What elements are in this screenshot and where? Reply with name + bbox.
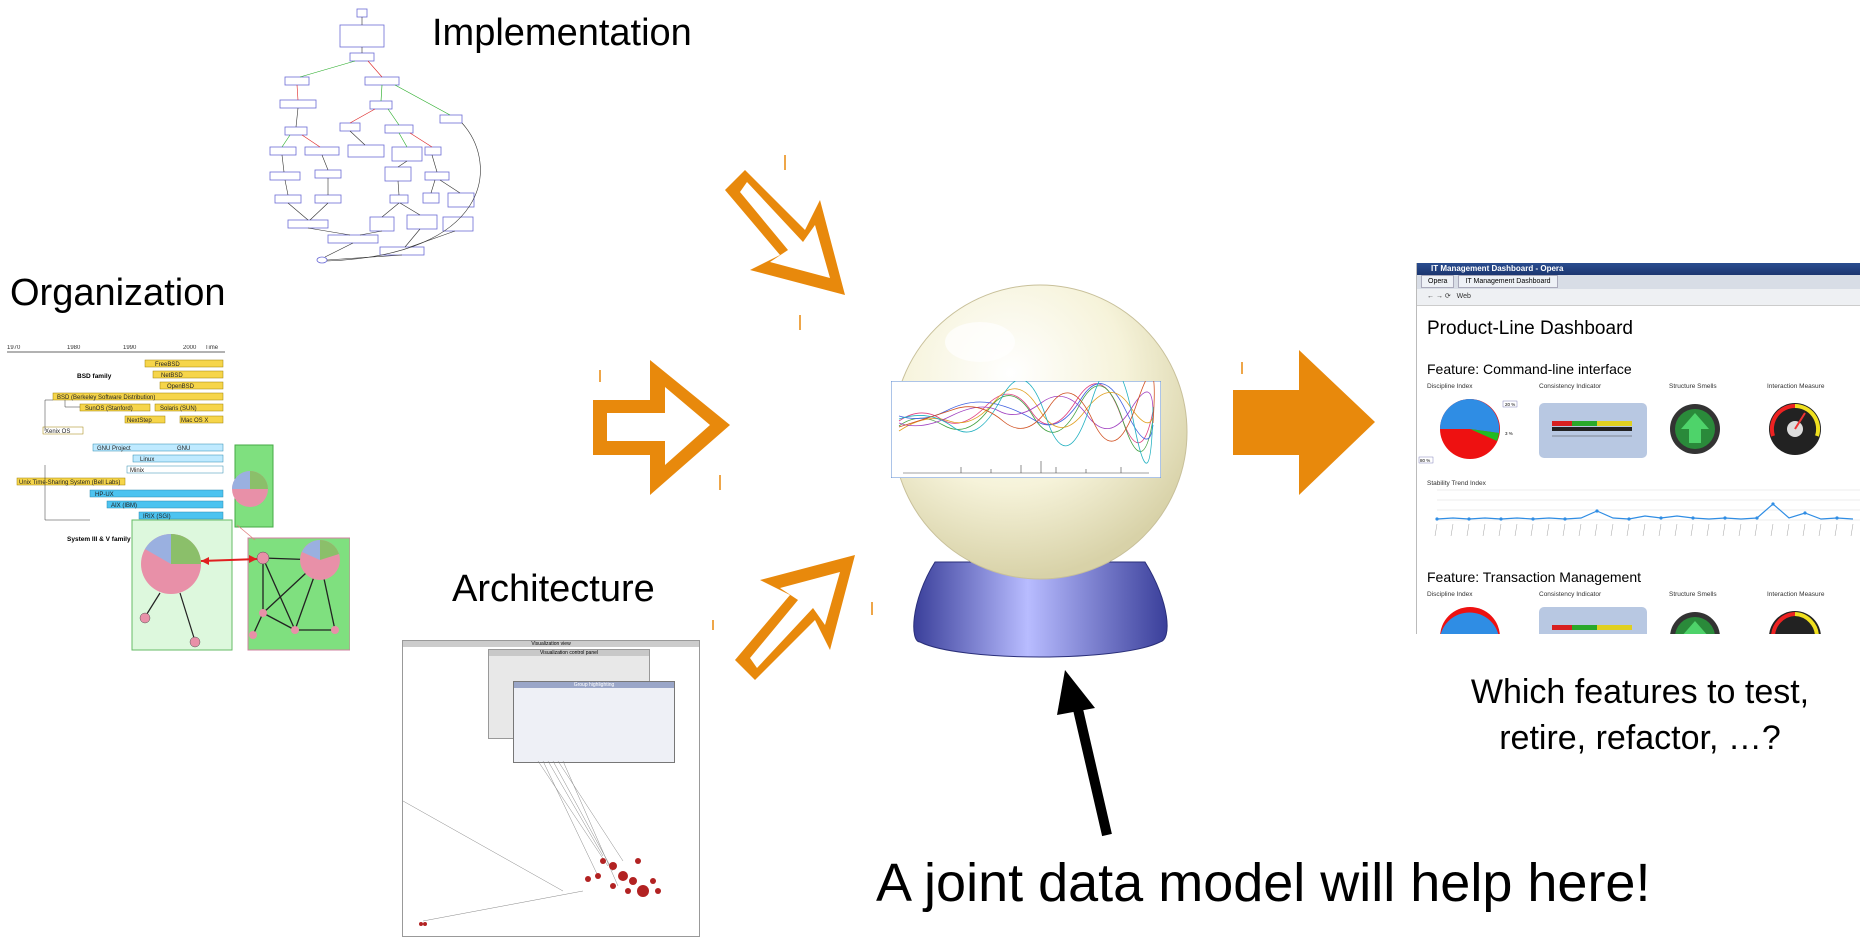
arrow-from-implementation: [725, 170, 845, 295]
svg-text:SunOS (Stanford): SunOS (Stanford): [85, 406, 133, 412]
svg-text:AIX (IBM): AIX (IBM): [111, 503, 137, 509]
dashboard-page-title: Product-Line Dashboard: [1427, 318, 1633, 339]
indicator-smells: Structure Smells: [1669, 383, 1717, 390]
architecture-window: Visualization view Visualization control…: [402, 640, 700, 937]
svg-text:NextStep: NextStep: [127, 418, 152, 424]
group-highlighting-title: Group highlighting: [514, 682, 674, 688]
feature-2-widgets: [1440, 607, 1821, 634]
svg-text:Minix: Minix: [130, 468, 144, 474]
control-panel-title: Visualization control panel: [489, 650, 649, 656]
svg-text:NetBSD: NetBSD: [161, 373, 183, 379]
stability-trend-chart: [1434, 489, 1860, 537]
year-1970: 1970: [7, 345, 21, 351]
svg-text:FreeBSD: FreeBSD: [155, 362, 180, 368]
arrow-from-architecture: [735, 555, 855, 680]
svg-text:GNU: GNU: [177, 446, 190, 452]
arrow-to-dashboard: [1233, 350, 1375, 495]
indicator-consistency-2: Consistency Indicator: [1539, 591, 1602, 598]
decorative-ticks: [599, 155, 1243, 630]
svg-text:GNU Project: GNU Project: [97, 446, 131, 452]
svg-text:Xenix OS: Xenix OS: [45, 429, 70, 435]
svg-text:HP-UX: HP-UX: [95, 492, 114, 498]
pie-label-80: 80 %: [1420, 458, 1430, 463]
feature-2-heading: Feature: Transaction Management: [1427, 569, 1642, 585]
system-family-label: System III & V family: [67, 536, 131, 543]
svg-text:IRIX (SGI): IRIX (SGI): [143, 514, 171, 520]
organization-chart: 1970 1980 1990 2000 Time BSD family Free…: [7, 345, 350, 651]
architecture-label: Architecture: [452, 568, 655, 610]
indicator-discipline-2: Discipline Index: [1427, 591, 1473, 598]
architecture-window-title: Visualization view: [403, 641, 699, 647]
svg-text:Mac OS X: Mac OS X: [181, 418, 208, 424]
crystal-ball-base: [913, 561, 1168, 658]
year-1980: 1980: [67, 345, 81, 351]
joint-model-caption: A joint data model will help here!: [876, 853, 1651, 913]
svg-text:BSD (Berkeley Software Distrib: BSD (Berkeley Software Distribution): [57, 395, 155, 401]
time-label: Time: [205, 345, 219, 351]
arrow-from-organization: [593, 360, 730, 495]
feature-1-widgets: 20 % 3 % 80 %: [1418, 399, 1821, 464]
svg-text:Linux: Linux: [140, 457, 154, 463]
bsd-family-label: BSD family: [77, 373, 112, 380]
dashboard-tab[interactable]: IT Management Dashboard: [1458, 275, 1558, 288]
indicator-interaction-2: Interaction Measure: [1767, 591, 1825, 598]
indicator-interaction: Interaction Measure: [1767, 383, 1825, 390]
black-pointer-arrow: [1057, 670, 1112, 837]
svg-text:OpenBSD: OpenBSD: [167, 384, 195, 390]
indicator-smells-2: Structure Smells: [1669, 591, 1717, 598]
svg-text:Solaris (SUN): Solaris (SUN): [160, 406, 197, 412]
year-1990: 1990: [123, 345, 137, 351]
implementation-label: Implementation: [432, 12, 692, 54]
dashboard-window-title: IT Management Dashboard - Opera: [1417, 263, 1860, 275]
opera-tab[interactable]: Opera: [1421, 275, 1455, 288]
organization-label: Organization: [10, 272, 226, 314]
control-flow-graph: [269, 8, 481, 264]
question-caption: Which features to test, retire, refactor…: [1470, 673, 1810, 757]
pie-label-3: 3 %: [1505, 431, 1513, 436]
crystal-ball-chart: [891, 381, 1161, 478]
year-2000: 2000: [183, 345, 197, 351]
pie-label-20: 20 %: [1505, 402, 1515, 407]
trend-title: Stability Trend Index: [1427, 480, 1486, 487]
architecture-graph: [403, 761, 661, 926]
indicator-consistency: Consistency Indicator: [1539, 383, 1602, 390]
group-highlighting-panel: Group highlighting: [513, 681, 675, 763]
svg-text:Unix Time-Sharing System (Bell: Unix Time-Sharing System (Bell Labs): [19, 480, 120, 486]
indicator-discipline: Discipline Index: [1427, 383, 1473, 390]
feature-1-heading: Feature: Command-line interface: [1427, 361, 1632, 377]
address-text: Web: [1456, 293, 1471, 300]
address-bar[interactable]: ← → ⟳ Web: [1417, 289, 1860, 306]
